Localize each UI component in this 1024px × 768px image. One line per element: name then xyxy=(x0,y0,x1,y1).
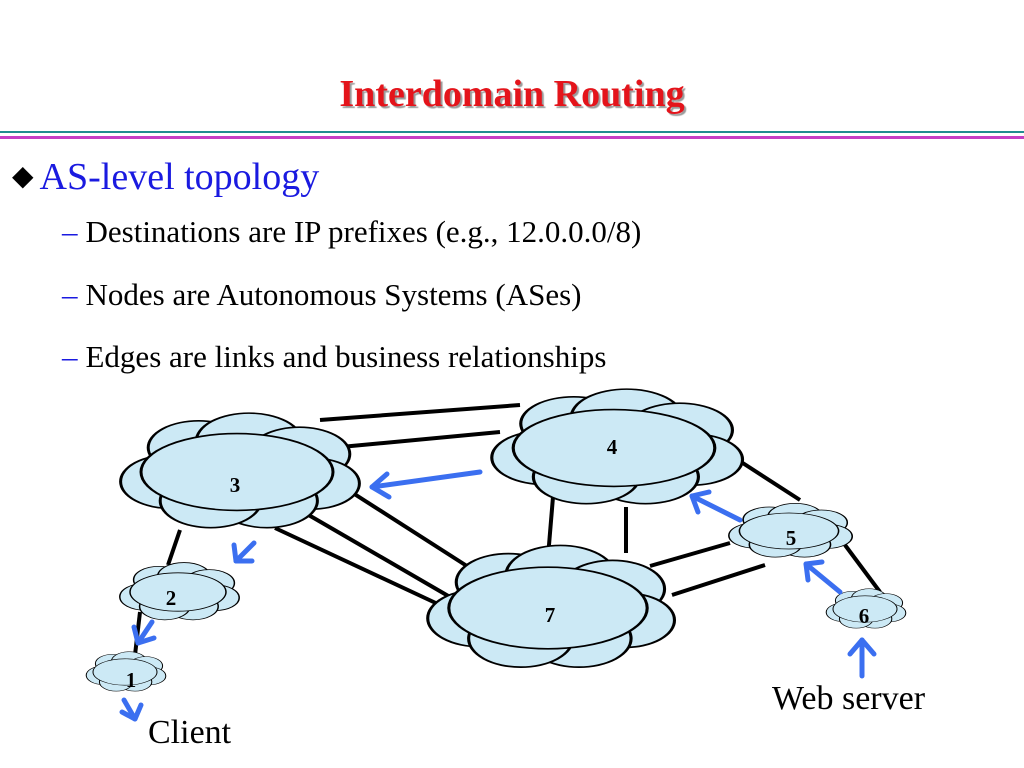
node-label-5: 5 xyxy=(786,526,797,550)
edge-3-7-a xyxy=(298,508,452,599)
arrow-5-to-4-icon xyxy=(689,489,743,523)
edge-3-7-c xyxy=(343,486,472,570)
cloud-3 xyxy=(121,413,360,528)
arrow-2-to-1-icon xyxy=(131,619,157,646)
edge-3-4-b xyxy=(329,430,501,450)
web-server-caption: Web server xyxy=(772,680,926,717)
node-label-4: 4 xyxy=(607,435,618,459)
node-label-1: 1 xyxy=(126,668,137,692)
cloud-2 xyxy=(120,563,239,620)
title-rule-top xyxy=(0,131,1024,133)
edge-5-6 xyxy=(843,543,882,594)
heading-text: AS-level topology xyxy=(39,156,320,198)
arrow-4-to-3-icon xyxy=(369,469,483,500)
clouds xyxy=(86,389,906,691)
edges xyxy=(133,403,882,656)
title-rule-bottom xyxy=(0,136,1024,139)
edge-3-7-b xyxy=(274,526,441,607)
node-label-7: 7 xyxy=(545,603,556,627)
diamond-bullet-icon: ◆ xyxy=(12,161,34,192)
arrow-6-to-5-icon xyxy=(803,559,843,595)
sub-bullet-nodes: –Nodes are Autonomous Systems (ASes) xyxy=(62,277,582,312)
sub-bullet-edges: –Edges are links and business relationsh… xyxy=(62,339,607,374)
heading-bullet: ◆AS-level topology xyxy=(12,155,319,199)
edge-4-5 xyxy=(733,456,802,502)
arrow-6-up-icon xyxy=(847,637,877,679)
node-label-3: 3 xyxy=(230,473,241,497)
sub-bullet-destinations: –Destinations are IP prefixes (e.g., 12.… xyxy=(62,214,642,249)
edge-7-5-b xyxy=(671,563,766,597)
node-label-6: 6 xyxy=(859,604,870,628)
slide-title: Interdomain Routing xyxy=(339,73,685,115)
edge-3-4-a xyxy=(319,403,521,422)
edge-3-2 xyxy=(166,529,182,566)
edge-7-5-a xyxy=(649,541,731,568)
client-caption: Client xyxy=(148,714,232,751)
arrow-3-to-2-icon xyxy=(231,540,257,564)
route-arrows xyxy=(119,469,877,722)
arrow-1-to-client-icon xyxy=(119,697,144,722)
node-label-2: 2 xyxy=(166,586,177,610)
